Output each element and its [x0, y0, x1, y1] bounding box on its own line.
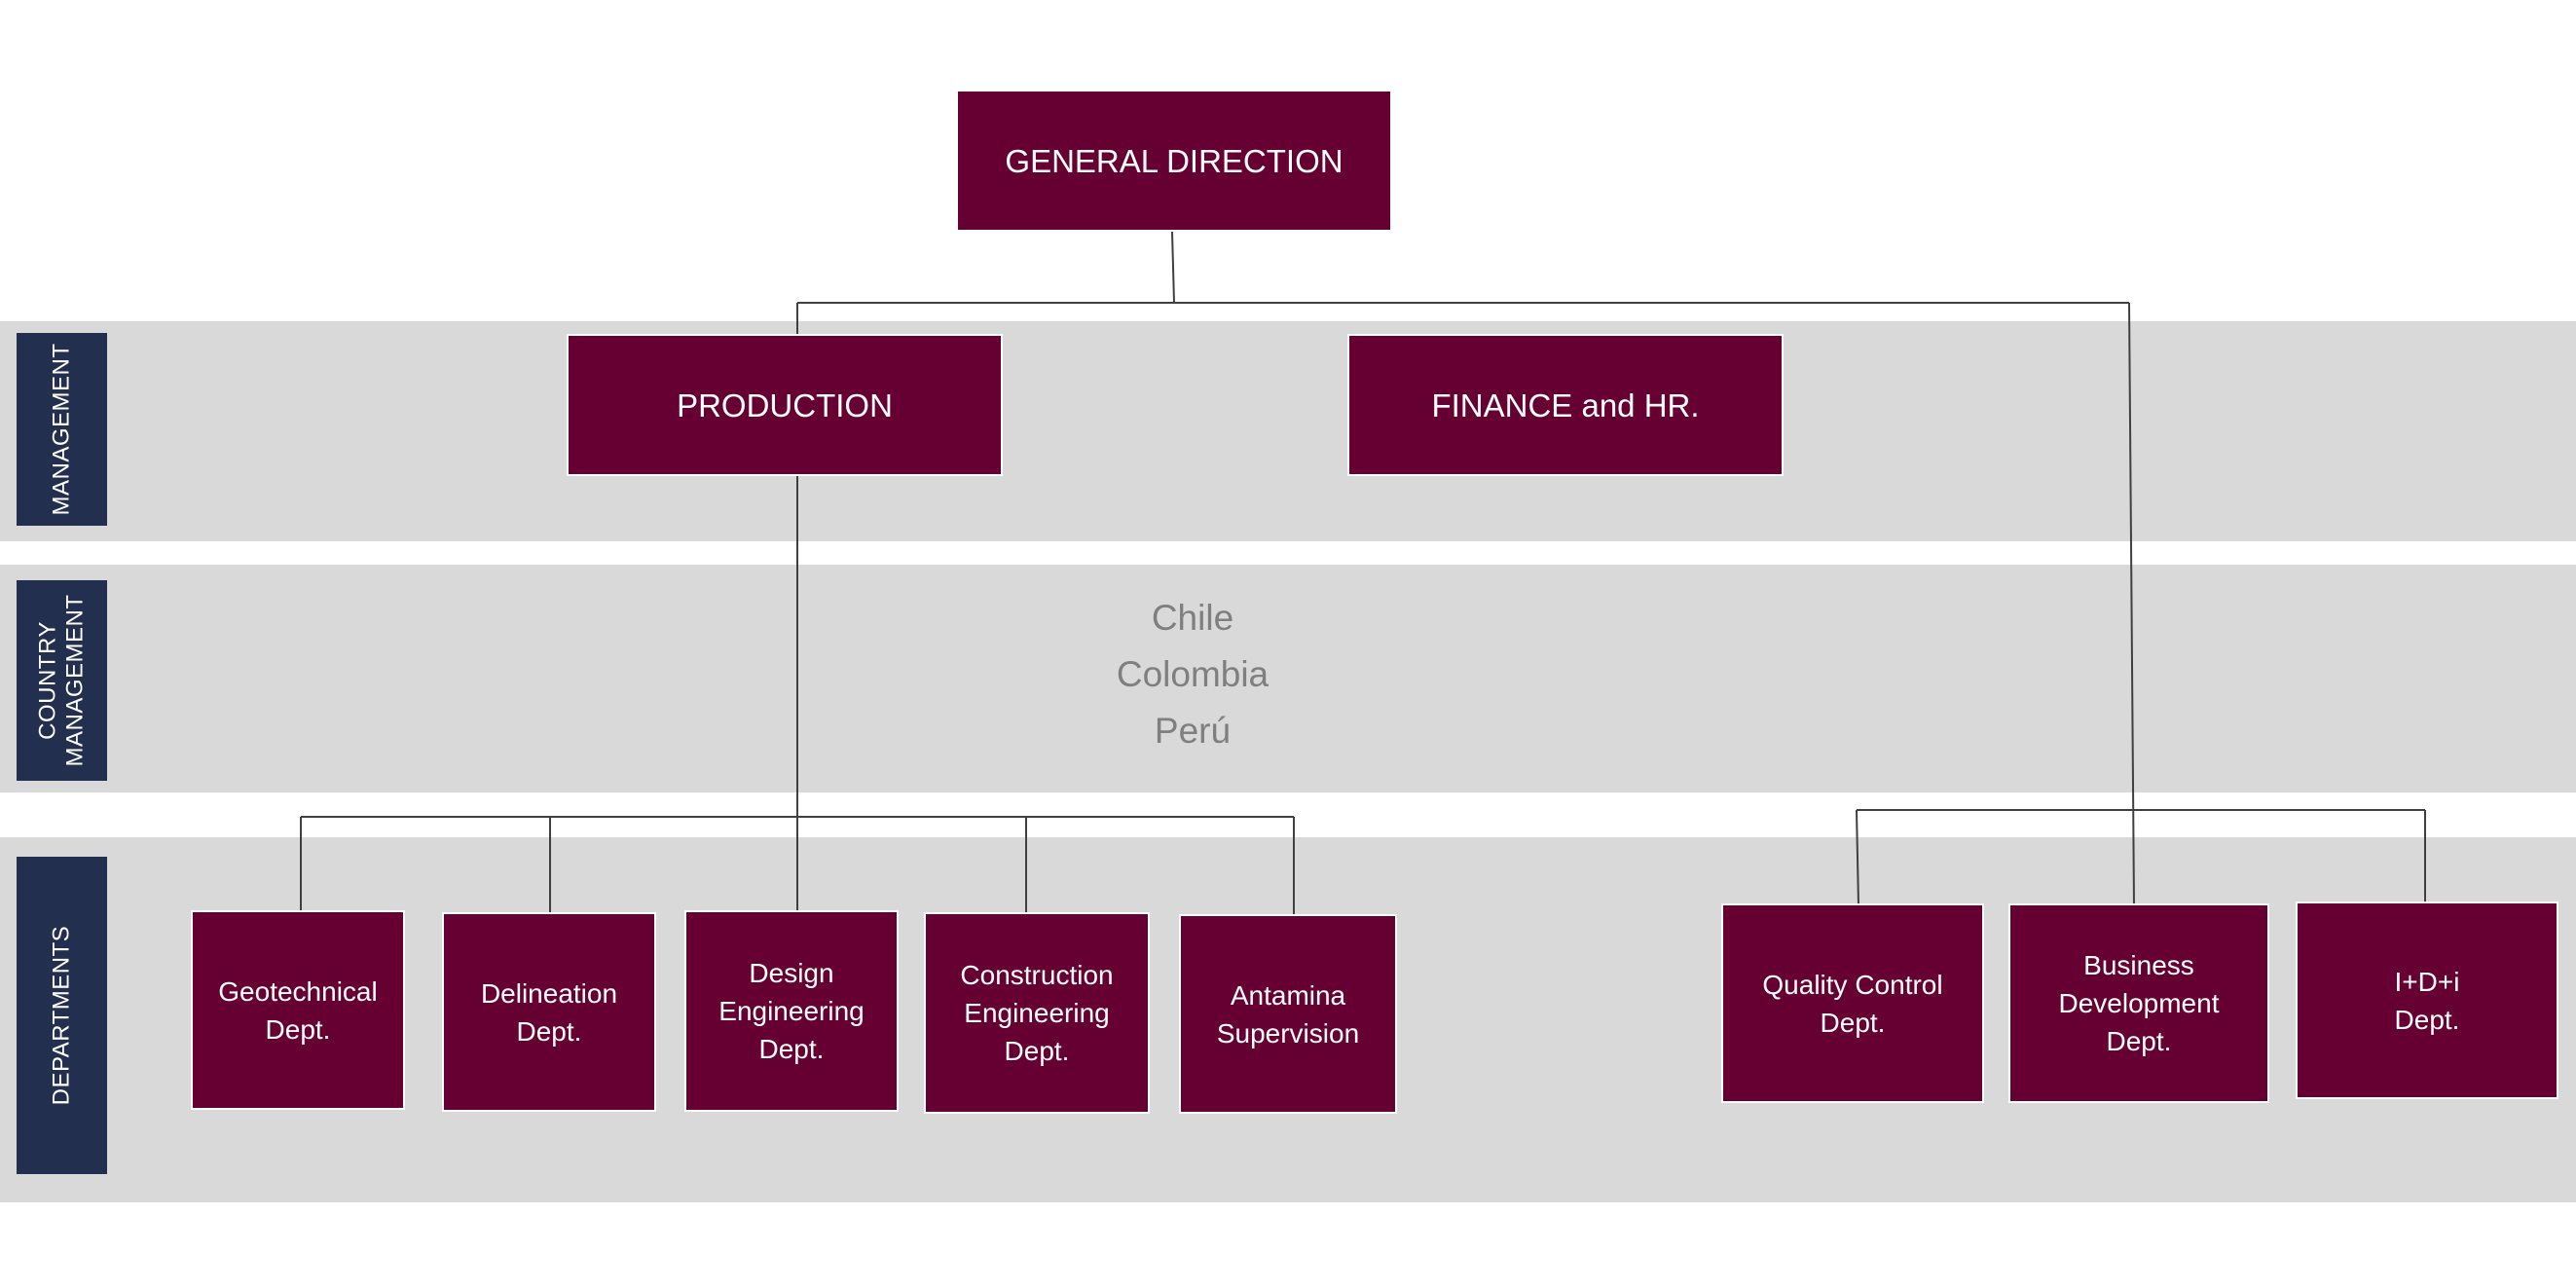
node-finance-hr: FINANCE and HR. [1347, 334, 1784, 476]
country-chile: Chile [1151, 598, 1234, 638]
node-idi-dept: I+D+i Dept. [2296, 902, 2558, 1099]
country-peru: Perú [1154, 711, 1232, 751]
level-label-departments: DEPARTMENTS [17, 857, 107, 1174]
node-general-direction: GENERAL DIRECTION [956, 90, 1392, 232]
connector-right-branch-down [2128, 302, 2135, 906]
node-geotechnical-dept: Geotechnical Dept. [191, 910, 405, 1110]
band-management [0, 321, 2576, 541]
node-design-engineering-dept: Design Engineering Dept. [684, 910, 899, 1112]
node-antamina-supervision: Antamina Supervision [1179, 914, 1397, 1114]
connector-to-quality-control [1856, 809, 1859, 906]
node-delineation-dept: Delineation Dept. [442, 912, 656, 1112]
node-construction-engineering-dept: Construction Engineering Dept. [924, 912, 1150, 1114]
country-colombia: Colombia [1116, 654, 1270, 694]
node-production: PRODUCTION [567, 334, 1003, 476]
level-label-management: MANAGEMENT [17, 333, 107, 526]
connector-gd-down [1171, 231, 1175, 304]
level-label-country-management: COUNTRY MANAGEMENT [17, 580, 107, 781]
node-quality-control-dept: Quality Control Dept. [1721, 903, 1984, 1103]
country-list: Chile Colombia Perú [1032, 590, 1353, 759]
node-business-development-dept: Business Development Dept. [2008, 903, 2269, 1103]
band-country-management [0, 565, 2576, 792]
